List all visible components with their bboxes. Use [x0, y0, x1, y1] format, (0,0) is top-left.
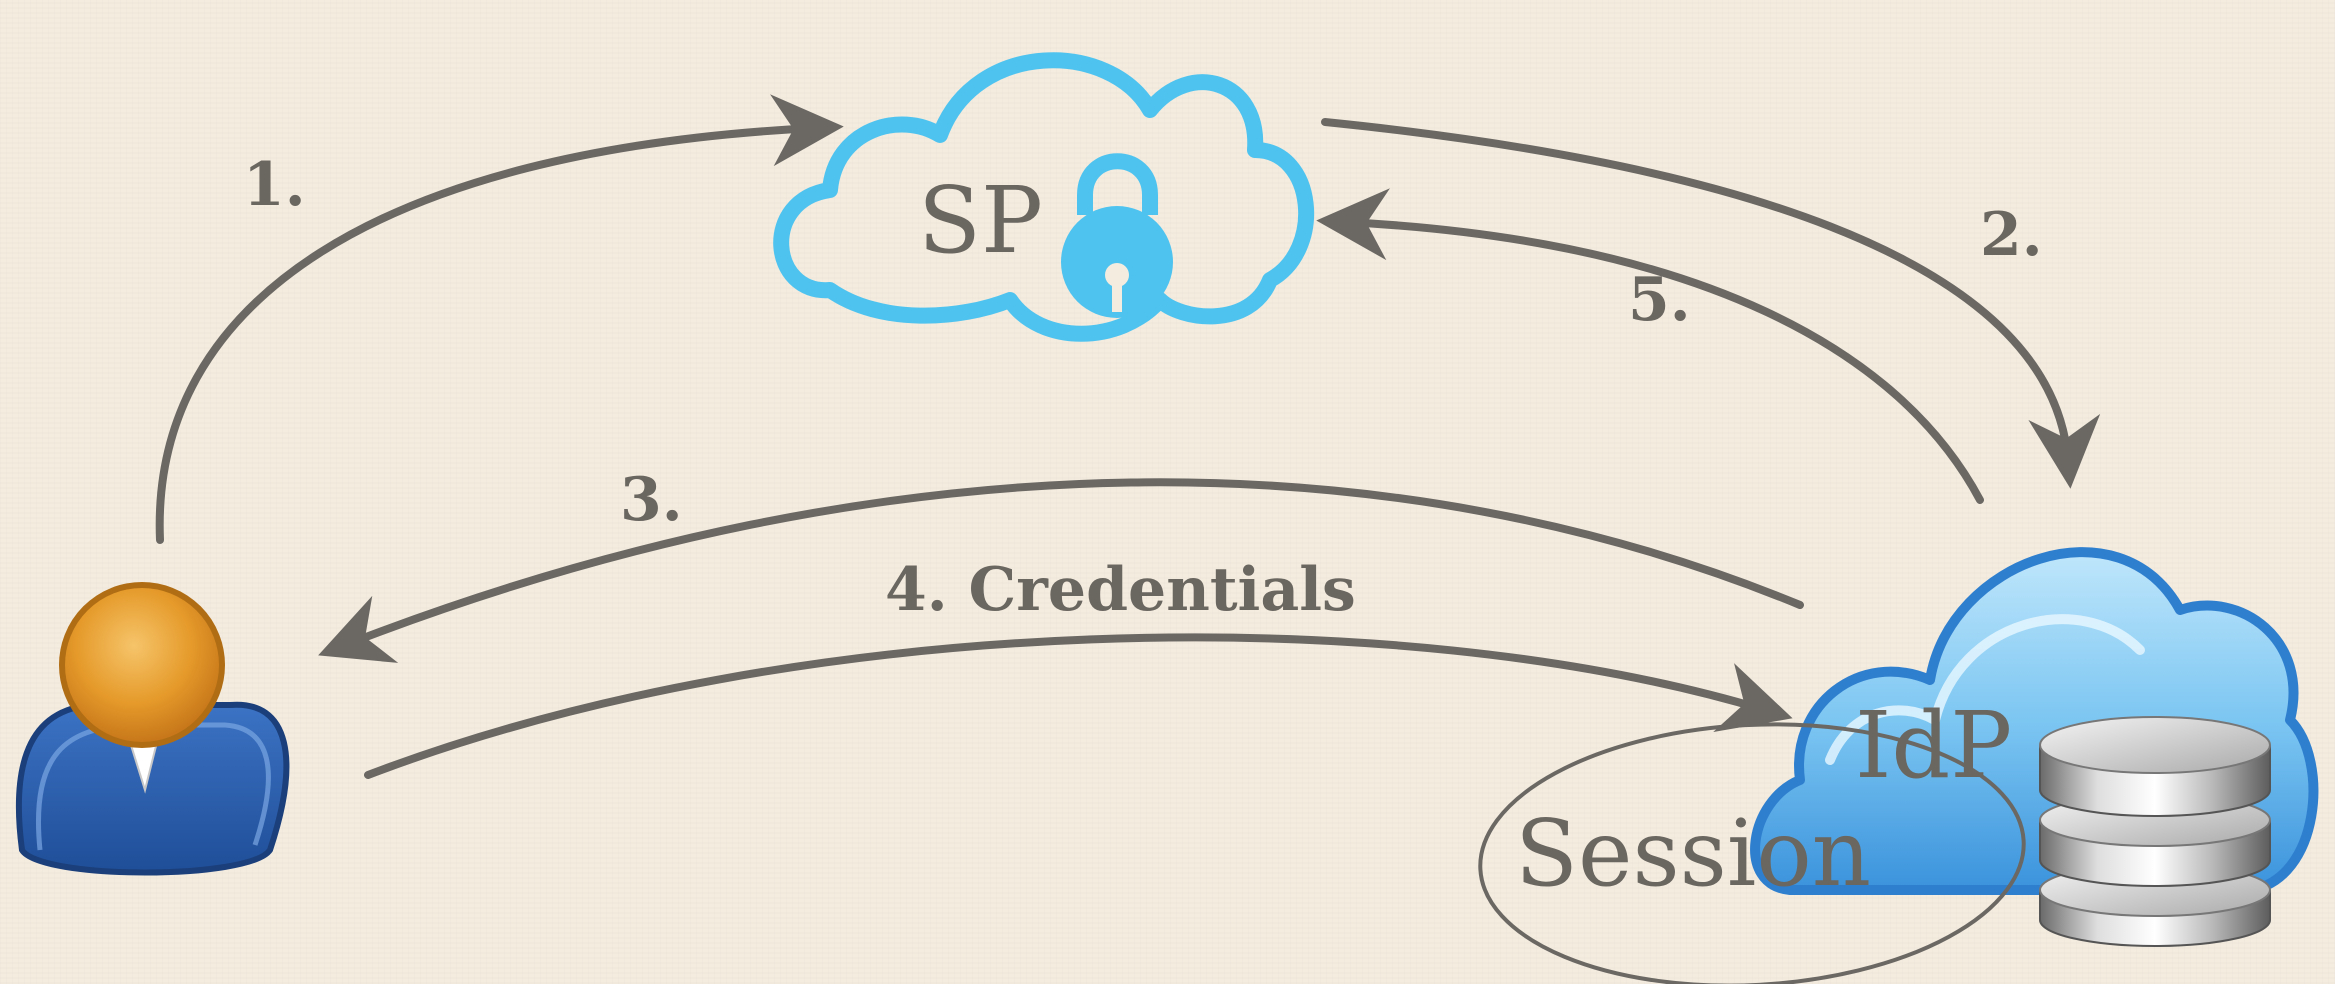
step-5-label: 5. [1628, 265, 1691, 335]
arrow-step-2 [1321, 118, 2101, 489]
sp-label: SP [918, 167, 1043, 274]
arrow-step-5 [1316, 188, 1984, 504]
sp-cloud [773, 52, 1315, 342]
arrow-step-4 [364, 633, 1793, 779]
step-3-label: 3. [620, 465, 683, 535]
step-2-label: 2. [1980, 200, 2043, 270]
idp-label: IdP [1855, 692, 2013, 799]
lock-icon [1061, 153, 1173, 318]
arrow-step-3 [318, 478, 1804, 663]
session-label: Session [1515, 800, 1871, 907]
database-icon [2039, 716, 2271, 947]
arrow-step-1 [155, 94, 844, 544]
step-4-label: 4. Credentials [885, 555, 1356, 625]
step-1-label: 1. [243, 150, 306, 220]
user-icon [15, 582, 290, 876]
